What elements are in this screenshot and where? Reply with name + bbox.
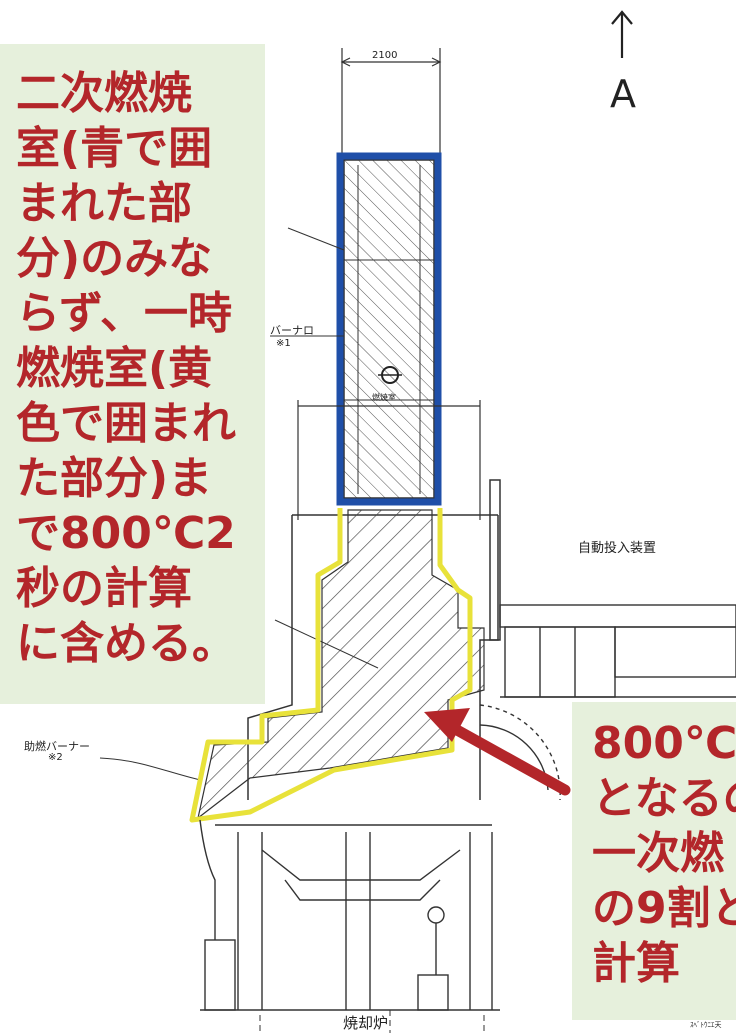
centerline <box>259 1010 485 1033</box>
secondary-chamber <box>336 152 442 506</box>
callout-right-line: となるの <box>592 773 736 824</box>
callout-left-line: 分)のみな <box>16 233 213 284</box>
north-letter: A <box>610 72 636 116</box>
incinerator-label: 焼却炉 <box>343 1014 389 1032</box>
callout-left-line: まれた部 <box>16 178 192 229</box>
callout-left-line: 秒の計算 <box>16 563 192 614</box>
top-dimension <box>340 48 442 160</box>
callout-left-line: 燃焼室(黄 <box>16 343 213 394</box>
callout-left: 二次燃焼 室(青で囲 まれた部 分)のみな らず、一時 燃焼室(黄 色で囲まれ … <box>0 44 265 704</box>
callout-right-line: 一次燃 <box>592 828 724 879</box>
callout-right-line: の9割と <box>592 883 736 934</box>
callout-left-line: に含める。 <box>16 618 236 669</box>
auto-feeder-label: 自動投入装置 <box>578 541 657 556</box>
chamber-small-label: 燃焼室 <box>372 393 396 402</box>
north-arrow <box>611 10 633 58</box>
callout-left-line: らず、一時 <box>16 288 233 339</box>
secondary-chamber-outline <box>336 152 442 506</box>
corner-stamp: ｽﾍﾞﾄｳﾆｴ天 <box>690 1021 722 1029</box>
burner-note: ※1 <box>276 338 291 349</box>
red-arrow <box>424 708 571 796</box>
callout-right-line: 計算 <box>592 938 680 989</box>
aux-burner-label: 助燃バーナー <box>24 740 90 753</box>
ash-hopper <box>199 819 500 1011</box>
callout-left-line: 二次燃焼 <box>16 68 192 119</box>
dimension-label: 2100 <box>372 50 398 61</box>
callout-left-line: 室(青で囲 <box>16 123 213 174</box>
burner-label: バーナロ <box>270 324 314 337</box>
burner-flange <box>297 400 481 520</box>
callout-left-line: で800℃2 <box>16 508 236 559</box>
aux-burner-note: ※2 <box>48 752 63 763</box>
callout-right-line: 800℃ <box>592 718 736 769</box>
primary-chamber <box>189 508 485 823</box>
callout-left-line: 色で囲まれ <box>16 398 236 449</box>
primary-chamber-outline <box>189 508 473 823</box>
callout-right: 800℃ となるの 一次燃 の9割と 計算 <box>572 702 736 1020</box>
callout-left-line: た部分)ま <box>16 453 213 504</box>
